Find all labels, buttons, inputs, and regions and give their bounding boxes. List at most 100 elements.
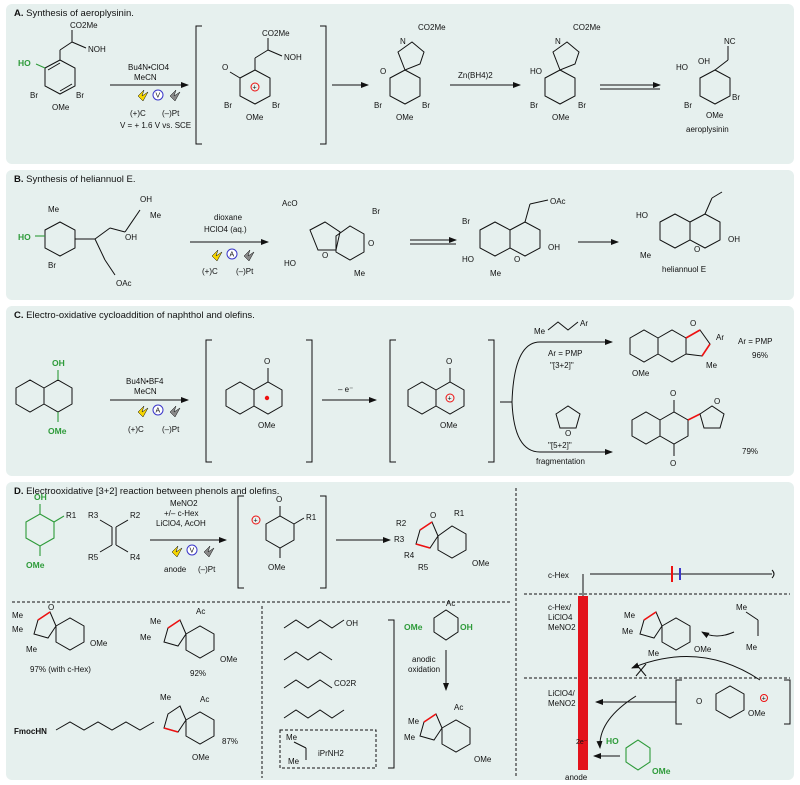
svg-text:OMe: OMe [396,113,414,122]
a-br-label: Br [30,91,38,100]
svg-text:Me: Me [12,611,24,620]
svg-text:Me: Me [286,733,298,742]
panel-c-title: C. Electro-oxidative cycloaddition of na… [14,310,255,321]
a-spiroisoxazoline: CO2Me N O Br Br OMe [374,23,446,122]
c-yield-1: 96% [752,351,768,360]
d-example-1: O Me Me Me OMe 97% (with c-Hex) [12,603,108,674]
a-reagent-1: Bu4N•ClO4 [128,63,170,72]
svg-text:Br: Br [224,101,232,110]
svg-text:NC: NC [724,37,736,46]
a-br-label-2: Br [76,91,84,100]
lightning-anode-icon [211,249,223,262]
svg-text:OMe: OMe [268,563,286,572]
svg-text:V: V [156,93,161,100]
svg-text:OMe: OMe [26,560,45,570]
svg-text:N: N [400,37,406,46]
heliannuol-e-molecule: HO Me O OH heliannuol E [636,191,740,274]
svg-text:O: O [714,397,720,406]
svg-text:Me: Me [706,361,718,370]
svg-text:Bu4N•BF4: Bu4N•BF4 [126,377,164,386]
d-phenol-molecule: OH R1 OMe [25,492,77,570]
svg-text:O: O [264,357,270,366]
svg-text:MeNO2: MeNO2 [548,623,576,632]
panel-d: D. Electrooxidative [3+2] reaction betwe… [6,482,794,780]
svg-text:Ac: Ac [196,607,205,616]
a-anode: (+)C [130,109,146,118]
svg-text:Br: Br [732,93,740,102]
svg-text:Br: Br [530,101,538,110]
svg-text:OMe: OMe [472,559,490,568]
svg-text:OH: OH [52,358,65,368]
svg-text:Me: Me [288,757,300,766]
d-guaiacol-molecule: OMe OH Ac [404,599,473,641]
svg-text:Me: Me [648,649,660,658]
panel-c: C. Electro-oxidative cycloaddition of na… [6,306,794,476]
svg-text:LiClO4, AcOH: LiClO4, AcOH [156,519,206,528]
svg-text:(+)C: (+)C [128,425,144,434]
lightning-cathode-icon [169,405,181,418]
svg-text:Me: Me [48,205,60,214]
a-potential: V = + 1.6 V vs. SCE [120,121,191,130]
svg-text:oxidation: oxidation [408,665,440,674]
svg-text:Me: Me [736,603,748,612]
svg-text:O: O [670,389,676,398]
svg-text:OMe: OMe [652,766,671,776]
svg-text:iPrNH2: iPrNH2 [318,749,344,758]
svg-text:Me: Me [490,269,502,278]
svg-text:R2: R2 [396,519,407,528]
svg-text:HO: HO [18,232,31,242]
svg-text:anode: anode [164,565,187,574]
lightning-cathode-icon [169,89,181,102]
svg-text:OMe: OMe [90,639,108,648]
svg-text:OMe: OMe [748,709,766,718]
svg-text:OH: OH [728,235,740,244]
b-electrode-icons: A [211,248,255,262]
svg-text:R4: R4 [404,551,415,560]
svg-text:FmocHN: FmocHN [14,727,47,736]
panel-a: A. Synthesis of aeroplysinin. [6,4,794,164]
svg-text:+: + [253,85,257,92]
a-ome-label: OMe [52,103,70,112]
c-quinone-product: O O O 79% [631,389,758,468]
svg-text:Br: Br [272,101,280,110]
b-spiro-intermediate: AcO Br O O HO Me [282,199,380,278]
b-start-molecule: Me HO Br OH Me OH OAc [18,195,162,288]
svg-text:Br: Br [422,101,430,110]
c-branch-down [511,401,541,453]
svg-text:Br: Br [578,101,586,110]
svg-text:O: O [222,63,228,72]
svg-text:+: + [254,518,258,525]
svg-text:NOH: NOH [284,53,302,62]
svg-text:+: + [762,696,766,703]
c-yield-2: 79% [742,447,758,456]
svg-text:Br: Br [372,207,380,216]
svg-text:OMe: OMe [632,369,650,378]
d-anodic-product: Ac Me Me OMe [404,703,492,764]
svg-text:Ac: Ac [446,599,455,608]
svg-text:Me: Me [746,643,758,652]
svg-text:Me: Me [150,211,162,220]
a-reagent-2: MeCN [134,73,157,82]
panel-b: B. Synthesis of heliannuol E. [6,170,794,300]
lightning-cathode-icon [203,545,215,558]
svg-text:Me: Me [160,693,172,702]
svg-text:Ar = PMP: Ar = PMP [738,337,772,346]
c-cyclo-32-label: "[3+2]" [550,361,574,370]
svg-text:MeCN: MeCN [134,387,157,396]
svg-text:R3: R3 [394,535,405,544]
lightning-anode-icon [137,89,149,102]
a-alcohol-intermediate: CO2Me N HO Br Br OMe [530,23,601,122]
d-interface-diagram: c-Hex c-Hex/ LiClO4 MeNO2 LiClO4/ MeNO2 … [524,566,791,782]
a-co2me-label: CO2Me [70,21,98,30]
svg-text:O: O [694,245,700,254]
svg-text:OH: OH [346,619,358,628]
heliannuol-e-label: heliannuol E [662,265,706,274]
c-furan-product: O Ar Me OMe Ar = PMP 96% [629,319,772,378]
svg-text:OAc: OAc [550,197,566,206]
svg-text:Me: Me [12,625,24,634]
svg-text:Ar: Ar [580,319,588,328]
svg-text:O: O [276,495,282,504]
svg-text:OMe: OMe [220,655,238,664]
a-electrode-icons: V [137,89,181,102]
